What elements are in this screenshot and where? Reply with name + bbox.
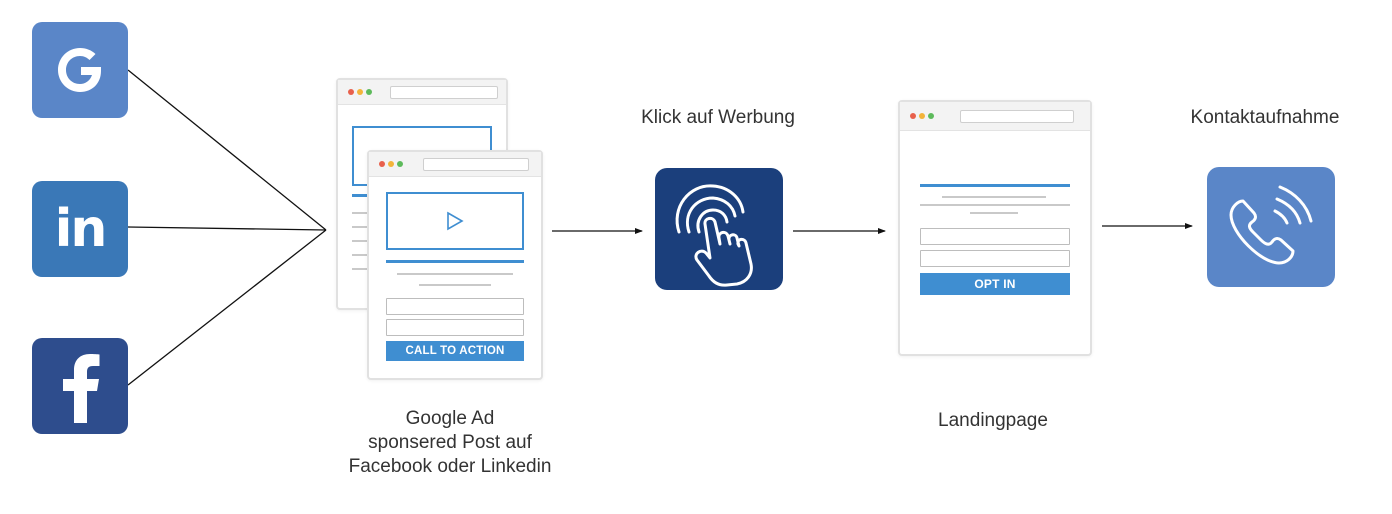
browser-titlebar [900,102,1090,131]
content-line [352,226,372,228]
browser-dot-yellow [919,113,925,119]
video-placeholder [386,192,524,250]
google-connector [127,69,327,231]
browser-dot-red [379,161,385,167]
content-line [397,273,513,275]
facebook-icon [63,354,100,423]
ad-form-field-1 [386,298,524,315]
ad-caption-line3: Facebook oder Linkedin [348,456,552,477]
phone-call-icon [1229,185,1313,265]
content-line [352,240,372,242]
call-to-action-button: CALL TO ACTION [386,341,524,361]
linkedin-tile: in [32,181,128,277]
landing-form-field-2 [920,250,1070,267]
browser-url-bar [390,86,498,99]
browser-url-bar [960,110,1074,123]
google-icon [58,48,101,92]
browser-dot-red [910,113,916,119]
content-line [920,204,1070,206]
content-line [920,184,1070,187]
browser-url-bar [423,158,529,171]
google-tile [32,22,128,118]
landing-form-field-1 [920,228,1070,245]
content-line [970,212,1018,214]
facebook-tile [32,338,128,434]
browser-dot-green [397,161,403,167]
content-line [942,196,1046,198]
click-label: Klick auf Werbung [641,107,795,128]
facebook-connector [127,229,327,386]
browser-dot-green [928,113,934,119]
ad-caption-line2: sponsered Post auf [368,432,532,453]
opt-in-button: OPT IN [920,273,1070,295]
contact-tile [1207,167,1335,287]
ad-form-field-2 [386,319,524,336]
content-line [352,268,372,270]
linkedin-connector [127,226,327,231]
play-icon [447,211,464,231]
browser-titlebar [338,80,506,105]
ad-caption: Google Ad sponsered Post auf Facebook od… [300,407,600,479]
browser-titlebar [369,152,541,177]
ad-caption-line1: Google Ad [405,408,495,429]
content-line [419,284,491,286]
content-line [352,212,372,214]
content-line [386,260,524,263]
click-tile [655,168,783,290]
landing-caption: Landingpage [938,410,1048,431]
touch-hand-icon [675,184,753,287]
landing-browser: OPT IN [898,100,1092,356]
content-line [352,254,372,256]
browser-dot-yellow [388,161,394,167]
browser-dot-yellow [357,89,363,95]
linkedin-icon: in [54,199,108,259]
browser-dot-green [366,89,372,95]
ad-browser-front: CALL TO ACTION [367,150,543,380]
contact-label: Kontaktaufnahme [1190,107,1340,128]
browser-dot-red [348,89,354,95]
